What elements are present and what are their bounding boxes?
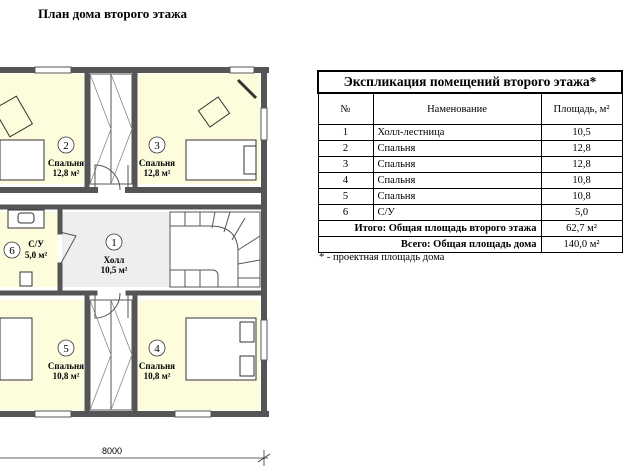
row-name: Спальня bbox=[372, 156, 542, 173]
beds bbox=[0, 139, 257, 381]
row-num: 6 bbox=[317, 204, 374, 221]
row-area: 10,8 bbox=[540, 172, 623, 189]
room-4-area: 10,8 м² bbox=[144, 371, 171, 381]
table-row: 5 Спальня 10,8 bbox=[317, 188, 623, 205]
row-num: 4 bbox=[317, 172, 374, 189]
row-name: Спальня bbox=[372, 140, 542, 157]
dimension-line bbox=[0, 450, 271, 466]
row-name: Спальня bbox=[372, 188, 542, 205]
table-row: 4 Спальня 10,8 bbox=[317, 172, 623, 189]
total-value: 62,7 м² bbox=[540, 220, 623, 237]
room-4-number: 4 bbox=[154, 343, 160, 355]
dimension-label: 8000 bbox=[102, 446, 123, 456]
row-area: 12,8 bbox=[540, 156, 623, 173]
room-1-number: 1 bbox=[111, 237, 117, 249]
row-area: 10,5 bbox=[540, 124, 623, 141]
grand-total-value: 140,0 м² bbox=[540, 236, 623, 253]
walls bbox=[0, 67, 269, 417]
row-num: 2 bbox=[317, 140, 374, 157]
row-name: С/У bbox=[372, 204, 542, 221]
header-area: Площадь, м² bbox=[540, 92, 623, 125]
room-5-area: 10,8 м² bbox=[53, 371, 80, 381]
room-3-name: Спальня bbox=[139, 158, 175, 168]
header-name: Наменование bbox=[372, 92, 542, 125]
row-num: 3 bbox=[317, 156, 374, 173]
table-row: 2 Спальня 12,8 bbox=[317, 140, 623, 157]
table-row: 6 С/У 5,0 bbox=[317, 204, 623, 221]
header-num: № bbox=[317, 92, 374, 125]
row-num: 1 bbox=[317, 124, 374, 141]
table-row: 1 Холл-лестница 10,5 bbox=[317, 124, 623, 141]
staircase bbox=[169, 211, 261, 288]
table-row: 3 Спальня 12,8 bbox=[317, 156, 623, 173]
total-row: Итого: Общая площадь второго этажа 62,7 … bbox=[317, 220, 623, 237]
total-label: Итого: Общая площадь второго этажа bbox=[317, 220, 542, 237]
room-3-number: 3 bbox=[154, 140, 160, 152]
room-2-area: 12,8 м² bbox=[53, 168, 80, 178]
room-2-name: Спальня bbox=[48, 158, 84, 168]
windows bbox=[34, 66, 268, 418]
floor-plan: 2 3 1 5 4 6 Спальня 12,8 м² Спальня 12,8… bbox=[0, 66, 271, 466]
room-5-number: 5 bbox=[63, 343, 69, 355]
doors bbox=[59, 164, 129, 319]
grand-total-row: Всего: Общая площадь дома 140,0 м² bbox=[317, 236, 623, 253]
room-6-name: С/У bbox=[28, 239, 44, 249]
room-6-area: 5,0 м² bbox=[25, 250, 48, 260]
room-1-area: 10,5 м² bbox=[101, 265, 128, 275]
room-2-number: 2 bbox=[63, 140, 69, 152]
room-1-name: Холл bbox=[104, 255, 125, 265]
row-name: Холл-лестница bbox=[372, 124, 542, 141]
room-4-name: Спальня bbox=[139, 361, 175, 371]
desks bbox=[0, 78, 258, 138]
grand-total-label: Всего: Общая площадь дома bbox=[317, 236, 542, 253]
room-5-name: Спальня bbox=[48, 361, 84, 371]
table-caption: Экспликация помещений второго этажа* bbox=[317, 70, 623, 94]
row-area: 5,0 bbox=[540, 204, 623, 221]
footnote: * - проектная площадь дома bbox=[319, 252, 445, 263]
bathroom-fixtures bbox=[7, 209, 45, 287]
row-area: 12,8 bbox=[540, 140, 623, 157]
explication-table: Экспликация помещений второго этажа* № Н… bbox=[317, 70, 623, 253]
row-area: 10,8 bbox=[540, 188, 623, 205]
room-3-area: 12,8 м² bbox=[144, 168, 171, 178]
row-name: Спальня bbox=[372, 172, 542, 189]
page-title: План дома второго этажа bbox=[38, 6, 188, 21]
room-6-number: 6 bbox=[9, 245, 15, 257]
row-num: 5 bbox=[317, 188, 374, 205]
